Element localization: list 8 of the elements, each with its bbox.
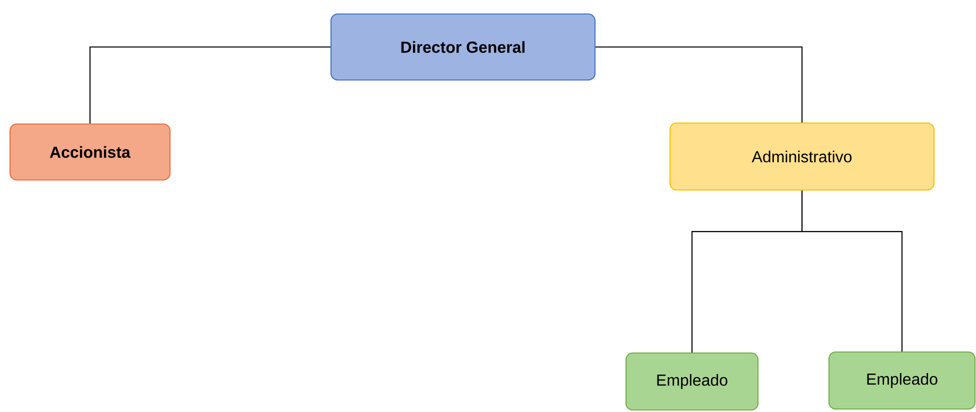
org-box: Accionista [9, 123, 171, 181]
connector-line [89, 46, 330, 124]
org-box: Empleado [625, 352, 759, 411]
connector-line [596, 46, 803, 122]
org-box: Administrativo [669, 122, 935, 191]
org-box: Director General [330, 13, 596, 81]
org-box: Empleado [828, 351, 976, 410]
connector-line [801, 190, 903, 352]
